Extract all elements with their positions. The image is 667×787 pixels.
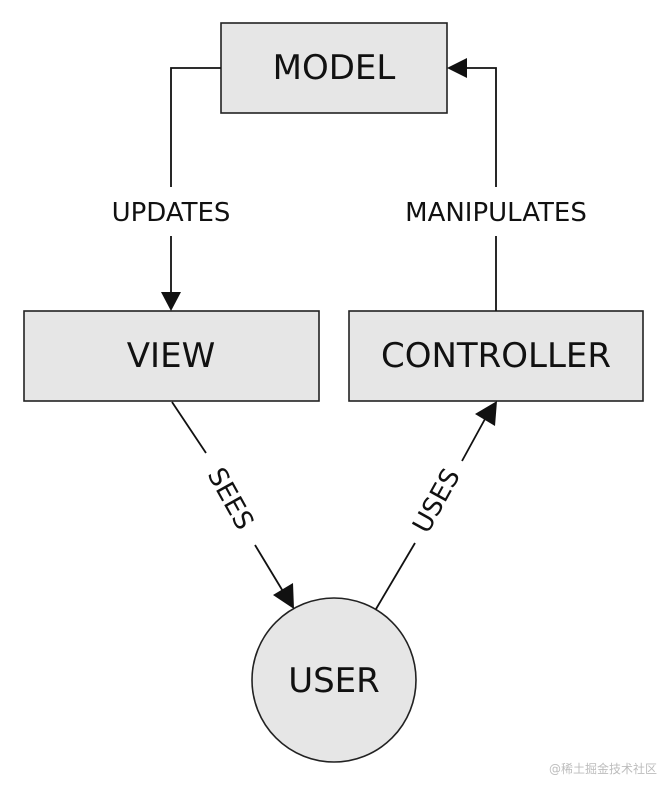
manipulates-edge: MANIPULATES xyxy=(405,58,587,311)
sees-edge: SEES xyxy=(171,401,294,609)
sees-arrowhead xyxy=(273,583,294,609)
user-circle xyxy=(251,597,417,763)
model-label: MODEL xyxy=(273,48,396,88)
manipulates-line-top xyxy=(467,67,497,187)
view-box xyxy=(23,310,320,402)
uses-label: USES xyxy=(407,464,466,538)
manipulates-label: MANIPULATES xyxy=(405,198,587,228)
manipulates-arrowhead xyxy=(447,58,467,78)
model-node: MODEL xyxy=(220,22,448,114)
uses-arrowhead xyxy=(475,401,497,426)
updates-label: UPDATES xyxy=(112,198,231,228)
model-box xyxy=(220,22,448,114)
controller-node: CONTROLLER xyxy=(348,310,644,402)
controller-label: CONTROLLER xyxy=(381,336,611,376)
user-label: USER xyxy=(288,661,380,701)
updates-edge: UPDATES xyxy=(112,67,231,311)
uses-line-top xyxy=(461,418,486,462)
sees-label: SEES xyxy=(201,463,259,535)
uses-line-bottom xyxy=(375,542,416,610)
sees-line-top xyxy=(171,401,207,454)
updates-arrowhead xyxy=(161,292,181,311)
updates-line-top xyxy=(170,67,221,187)
sees-line-bottom xyxy=(254,544,285,594)
view-label: VIEW xyxy=(127,336,215,376)
user-node: USER xyxy=(251,597,417,763)
uses-edge: USES xyxy=(375,401,497,610)
view-node: VIEW xyxy=(23,310,320,402)
